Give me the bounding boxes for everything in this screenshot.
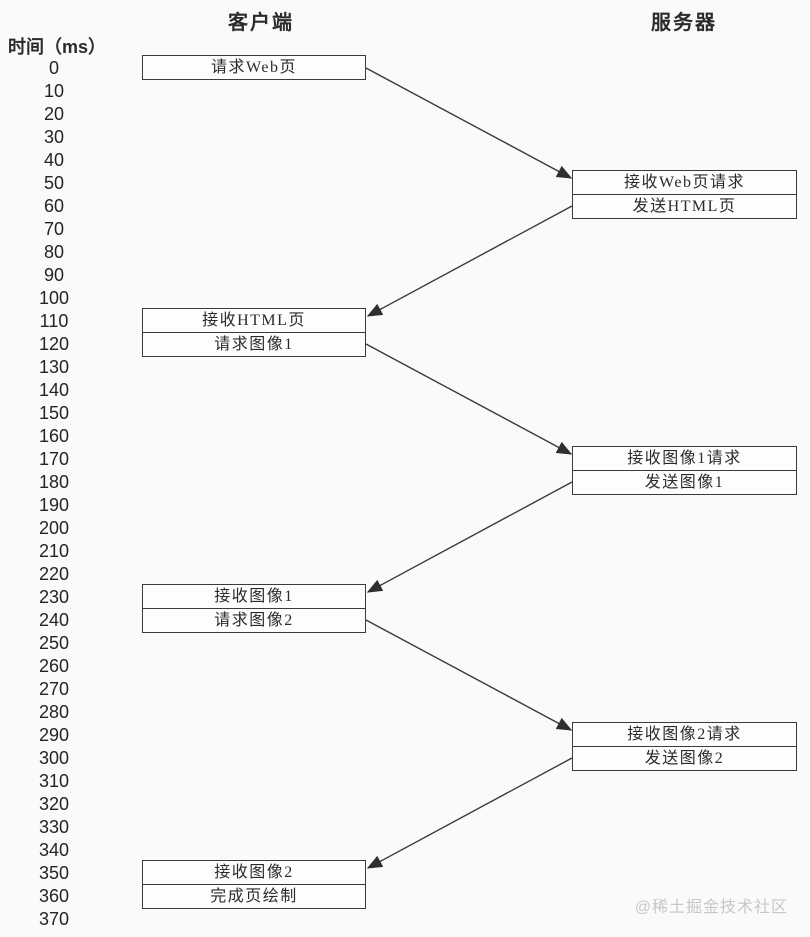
time-tick-label: 70 [43, 219, 65, 239]
process-box-row: 接收图像2请求 [627, 726, 742, 743]
time-tick-label: 90 [43, 265, 65, 285]
process-box-row: 接收图像2 [214, 864, 294, 881]
message-arrow [365, 343, 573, 455]
time-tick-label: 260 [38, 656, 70, 676]
time-tick-label: 210 [38, 541, 70, 561]
time-tick-label: 360 [38, 886, 70, 906]
time-tick-label: 60 [43, 196, 65, 216]
time-tick-label: 200 [38, 518, 70, 538]
process-box-server-web-request: 接收Web页请求发送HTML页 [572, 170, 797, 219]
time-tick-label: 130 [38, 357, 70, 377]
time-tick-label: 140 [38, 380, 70, 400]
process-box-row: 请求图像1 [143, 332, 365, 356]
time-tick-label: 320 [38, 794, 70, 814]
process-box-client-request-web: 请求Web页 [142, 55, 366, 80]
time-tick-label: 0 [48, 58, 59, 78]
time-tick-label: 290 [38, 725, 70, 745]
process-box-client-image1: 接收图像1 请求图像2 [142, 584, 366, 633]
time-tick-label: 330 [38, 817, 70, 837]
time-tick-label: 310 [38, 771, 70, 791]
time-axis-title: 时间（ms） [8, 37, 107, 57]
time-tick-label: 220 [38, 564, 70, 584]
time-tick-label: 270 [38, 679, 70, 699]
time-tick-label: 30 [43, 127, 65, 147]
process-box-row: 发送图像2 [573, 746, 796, 770]
time-tick-label: 50 [43, 173, 65, 193]
client-column-header: 客户端 [228, 12, 294, 34]
time-tick-label: 180 [38, 472, 70, 492]
time-tick-label: 250 [38, 633, 70, 653]
time-tick-label: 80 [43, 242, 65, 262]
process-box-row: 发送HTML页 [573, 194, 796, 218]
time-tick-label: 240 [38, 610, 70, 630]
time-tick-label: 170 [38, 449, 70, 469]
time-tick-label: 40 [43, 150, 65, 170]
process-box-row: 发送图像1 [573, 470, 796, 494]
process-box-client-html: 接收HTML页请求图像1 [142, 308, 366, 357]
process-box-row: 接收图像1 [214, 588, 294, 605]
process-box-row: 请求Web页 [211, 59, 297, 76]
process-box-server-image1: 接收图像1请求发送图像1 [572, 446, 797, 495]
time-tick-label: 370 [38, 909, 70, 929]
process-box-row: 完成页绘制 [143, 884, 365, 908]
message-arrow [366, 481, 573, 593]
process-box-server-image2: 接收图像2请求发送图像2 [572, 722, 797, 771]
time-tick-label: 100 [38, 288, 70, 308]
time-tick-label: 340 [38, 840, 70, 860]
time-tick-label: 350 [38, 863, 70, 883]
time-tick-label: 120 [38, 334, 70, 354]
watermark: @稀土掘金技术社区 [634, 899, 788, 916]
time-tick-label: 150 [38, 403, 70, 423]
time-tick-label: 20 [43, 104, 65, 124]
process-box-row: 接收HTML页 [202, 312, 306, 329]
time-tick-label: 300 [38, 748, 70, 768]
process-box-client-image2: 接收图像2 完成页绘制 [142, 860, 366, 909]
time-tick-label: 230 [38, 587, 70, 607]
time-tick-label: 190 [38, 495, 70, 515]
process-box-row: 请求图像2 [143, 608, 365, 632]
time-tick-label: 160 [38, 426, 70, 446]
server-column-header: 服务器 [651, 12, 717, 34]
process-box-row: 接收图像1请求 [627, 450, 742, 467]
process-box-row: 接收Web页请求 [624, 174, 745, 191]
time-tick-label: 110 [39, 311, 69, 331]
message-arrow [365, 67, 573, 179]
time-tick-label: 10 [43, 81, 65, 101]
message-arrow [366, 205, 573, 317]
message-arrow [366, 757, 573, 869]
time-tick-label: 280 [38, 702, 70, 722]
message-arrow [365, 619, 573, 731]
